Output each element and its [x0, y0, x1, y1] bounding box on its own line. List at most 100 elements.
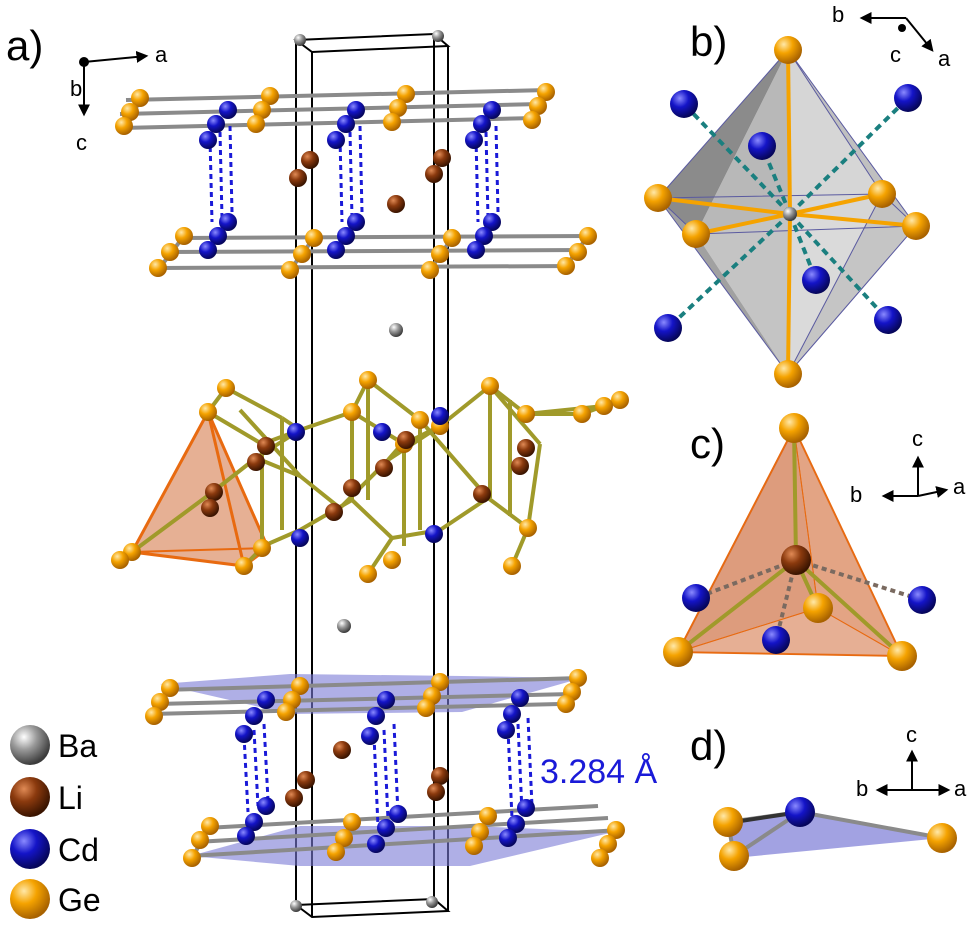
cd-atom [337, 115, 355, 133]
cd-cd-contact [242, 735, 250, 813]
li-atom [425, 165, 443, 183]
cd-atom [483, 101, 501, 119]
ge-ba-bond [657, 196, 791, 216]
cd-atom [245, 813, 263, 831]
ge-atom [569, 243, 587, 261]
li-atom [387, 195, 405, 213]
cd-cd-contact [228, 125, 234, 213]
cd-cd-contact [382, 729, 390, 821]
legend-label-li: Li [58, 780, 83, 816]
ge-atom [579, 227, 597, 245]
li-atom [781, 545, 811, 575]
bond [179, 234, 591, 240]
ge-atom [417, 699, 435, 717]
cd-cd-contact [348, 131, 354, 219]
ge-atom [779, 413, 809, 443]
atoms-panel-b [644, 36, 930, 388]
cd-atom [425, 525, 443, 543]
ge-atom [803, 593, 833, 623]
cd-atom [431, 407, 449, 425]
ge-atom [217, 379, 235, 397]
ge-atom [517, 405, 535, 423]
cd-atom [377, 691, 395, 709]
li-atom [333, 741, 351, 759]
cd-atom [517, 799, 535, 817]
li-ge-bond [792, 427, 798, 561]
ge-atom [359, 371, 377, 389]
panel-c: c) c b a [663, 413, 966, 671]
cd-ba-contact [788, 96, 910, 216]
ge-atom [557, 257, 575, 275]
cd-atom [291, 529, 309, 547]
ge-atom [277, 703, 295, 721]
cd-atom [361, 727, 379, 745]
cd-atom [467, 241, 485, 259]
bond [121, 116, 537, 130]
cd-atom [503, 705, 521, 723]
li-atom [375, 459, 393, 477]
ge-atom [774, 360, 802, 388]
axis-b-label-a: a [938, 46, 951, 71]
ge-atom [305, 229, 323, 247]
axis-d-label-a: a [954, 776, 967, 801]
legend: Ba Li Cd Ge [10, 725, 101, 919]
cd-ba-contact [788, 212, 890, 322]
ba-atom [783, 207, 797, 221]
ge-ge-bond [488, 384, 542, 446]
ge-ge-bond [225, 386, 283, 420]
ge-atom [247, 115, 265, 133]
bond [125, 88, 549, 102]
bond [155, 264, 575, 270]
ba-atom [389, 323, 403, 337]
ge-atom [431, 673, 449, 691]
ge-atom [713, 807, 743, 837]
cd-atom [497, 721, 515, 739]
cd-atom [245, 707, 263, 725]
axis-triad-b: b c a [832, 2, 951, 71]
li-atom [297, 771, 315, 789]
cd-atom [237, 827, 255, 845]
cd-atom [507, 815, 525, 833]
ge-atom [607, 821, 625, 839]
cd-cd-contact [208, 137, 214, 223]
cd-ba-contact [666, 212, 792, 330]
cd-cd-contact [372, 735, 380, 827]
li-atom [205, 483, 223, 501]
axis-a-arrow [83, 50, 149, 63]
li-atom [427, 783, 445, 801]
ge-atom [281, 261, 299, 279]
ge-atom [145, 707, 163, 725]
cd-atom [199, 241, 217, 259]
bond [149, 702, 561, 716]
li-ge-bond [676, 558, 798, 654]
ge-ba-bond [786, 49, 792, 215]
cd-cd-contact [484, 131, 490, 219]
li-atom [201, 499, 219, 517]
axis-d-label-c: c [906, 722, 917, 747]
cd-atom [207, 115, 225, 133]
cd-cd-contact [252, 729, 260, 807]
ge-ge-bond [366, 378, 422, 422]
cd-atom [908, 586, 936, 614]
ge-atom [235, 557, 253, 575]
cd-atom [511, 689, 529, 707]
axis-c-label-a: a [953, 474, 966, 499]
ge-ba-bond [789, 192, 883, 216]
legend-item-cd: Cd [10, 829, 99, 869]
cd-atom [209, 227, 227, 245]
cd-atom [373, 423, 391, 441]
cd-atom [287, 423, 305, 441]
bond [119, 102, 541, 116]
ba-atom [290, 900, 302, 912]
cd-cd-contact [358, 125, 364, 213]
cd-atom [748, 132, 776, 160]
ge-atom [682, 220, 710, 248]
cd-ba-contact [682, 102, 792, 216]
ge-atom [523, 111, 541, 129]
ge-atom [573, 405, 591, 423]
atoms-panel-a [111, 30, 629, 912]
cd-atom [347, 213, 365, 231]
legend-item-li: Li [10, 777, 83, 817]
li-atom [511, 457, 529, 475]
axis-label-a: a [155, 42, 168, 67]
